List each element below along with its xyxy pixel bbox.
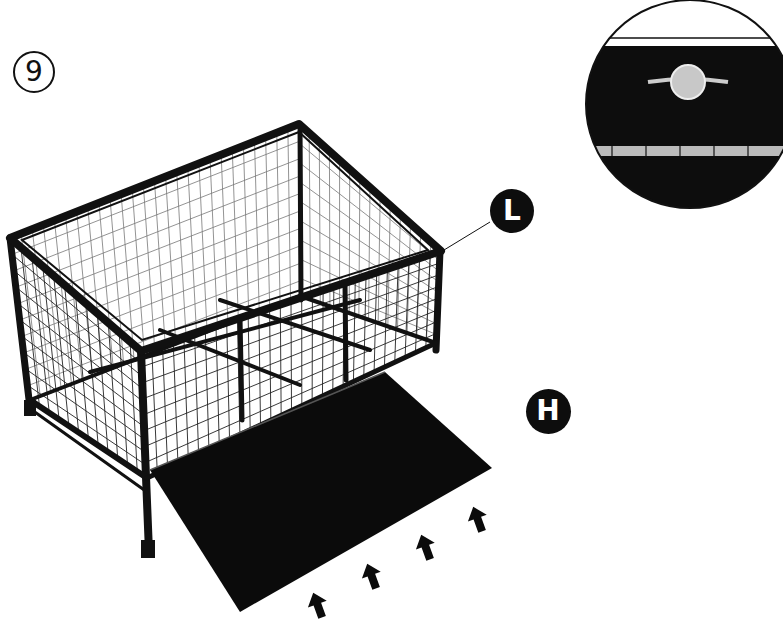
wire [14, 159, 299, 271]
step-number: 9 [13, 51, 55, 93]
wire [28, 386, 146, 466]
callout-text: H [536, 397, 559, 425]
wire [359, 178, 360, 318]
wire [309, 133, 311, 301]
wire [378, 197, 380, 325]
wire [18, 304, 143, 402]
tray [150, 372, 492, 612]
tray-edge [150, 372, 385, 470]
wire [22, 336, 145, 427]
wire [12, 141, 299, 254]
back-mesh [12, 128, 440, 398]
wire [319, 142, 320, 305]
wire [18, 194, 300, 304]
wire [369, 188, 371, 322]
callout-text: L [503, 197, 521, 225]
wire [407, 224, 411, 335]
inset-border [586, 0, 783, 208]
callout-text: 9 [25, 58, 43, 86]
callout-letter: H [526, 389, 571, 434]
push-arrows [304, 503, 492, 620]
detail-inset [580, 0, 783, 216]
wire [143, 275, 440, 383]
wire [299, 143, 440, 261]
wire [349, 169, 351, 314]
callout-letter: L [490, 189, 534, 233]
wire [12, 254, 142, 363]
leader-line [444, 222, 490, 250]
